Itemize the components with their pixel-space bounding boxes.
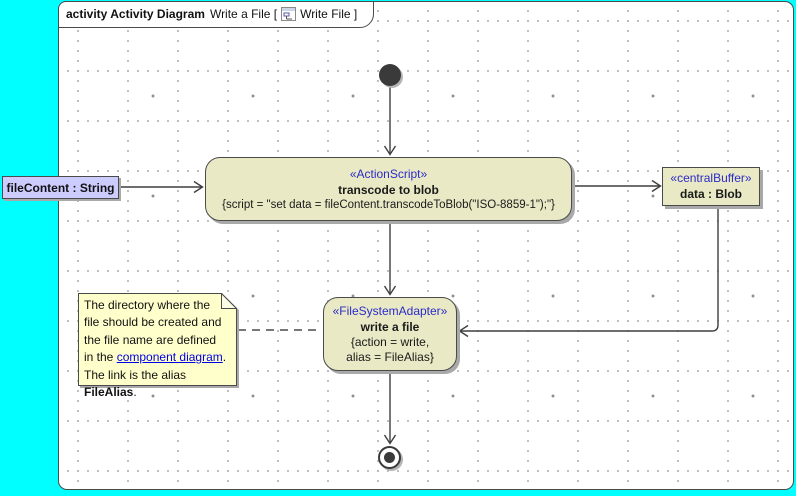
activity-final-inner-dot bbox=[384, 452, 395, 463]
activity-diagram-icon bbox=[281, 7, 297, 21]
buffer-stereotype: «centralBuffer» bbox=[670, 171, 752, 185]
component-diagram-link[interactable]: component diagram bbox=[116, 350, 223, 365]
write-constraint-line2: alias = FileAlias} bbox=[346, 349, 434, 364]
note-text-middle: . The link is the alias bbox=[84, 350, 227, 382]
note-text: The directory where the file should be c… bbox=[78, 293, 230, 405]
edge-action-to-write[interactable] bbox=[383, 221, 397, 296]
edge-buffer-to-write[interactable] bbox=[458, 207, 719, 338]
action-name: transcode to blob bbox=[338, 182, 439, 197]
edge-action-to-buffer[interactable] bbox=[573, 179, 662, 193]
note-bold-alias: FileAlias bbox=[84, 385, 134, 400]
action-node-transcode[interactable]: «ActionScript» transcode to blob {script… bbox=[205, 157, 572, 221]
note-fold-icon bbox=[221, 293, 237, 309]
note-text-start: The directory where the file should be c… bbox=[84, 298, 222, 365]
edge-initial-to-action[interactable] bbox=[383, 86, 397, 156]
frame-tab-heading: activity Activity Diagram bbox=[66, 7, 205, 21]
activity-diagram-frame[interactable] bbox=[58, 1, 794, 490]
frame-tab[interactable]: activity Activity Diagram Write a File [… bbox=[58, 1, 375, 28]
edge-filecontent-to-action[interactable] bbox=[120, 180, 204, 194]
edge-write-to-final[interactable] bbox=[383, 371, 397, 445]
arrowhead-left-icon bbox=[458, 324, 469, 338]
frame-tab-diagram-name: Write File ] bbox=[300, 7, 358, 21]
object-node-label: fileContent : String bbox=[6, 180, 115, 195]
initial-node[interactable] bbox=[379, 64, 401, 86]
note[interactable]: The directory where the file should be c… bbox=[78, 293, 237, 399]
frame-tab-context: Write a File [ bbox=[209, 7, 278, 21]
object-node-filecontent[interactable]: fileContent : String bbox=[2, 176, 119, 199]
activity-final-node[interactable] bbox=[378, 446, 401, 469]
arrowhead-right-icon bbox=[193, 180, 204, 194]
arrowhead-down-icon bbox=[383, 145, 397, 156]
write-stereotype: «FileSystemAdapter» bbox=[332, 303, 448, 318]
write-name: write a file bbox=[360, 319, 420, 334]
note-text-end: . bbox=[133, 385, 137, 400]
note-shape bbox=[78, 293, 237, 386]
central-buffer-node[interactable]: «centralBuffer» data : Blob bbox=[662, 167, 760, 206]
arrowhead-down-icon bbox=[383, 434, 397, 445]
action-script-text: {script = "set data = fileContent.transc… bbox=[222, 198, 555, 211]
buffer-name: data : Blob bbox=[680, 187, 742, 201]
write-file-action-node[interactable]: «FileSystemAdapter» write a file {action… bbox=[323, 297, 457, 371]
arrowhead-right-icon bbox=[651, 179, 662, 193]
arrowhead-down-icon bbox=[383, 285, 397, 296]
write-constraint-line1: {action = write, bbox=[350, 334, 430, 349]
action-stereotype: «ActionScript» bbox=[349, 166, 428, 181]
